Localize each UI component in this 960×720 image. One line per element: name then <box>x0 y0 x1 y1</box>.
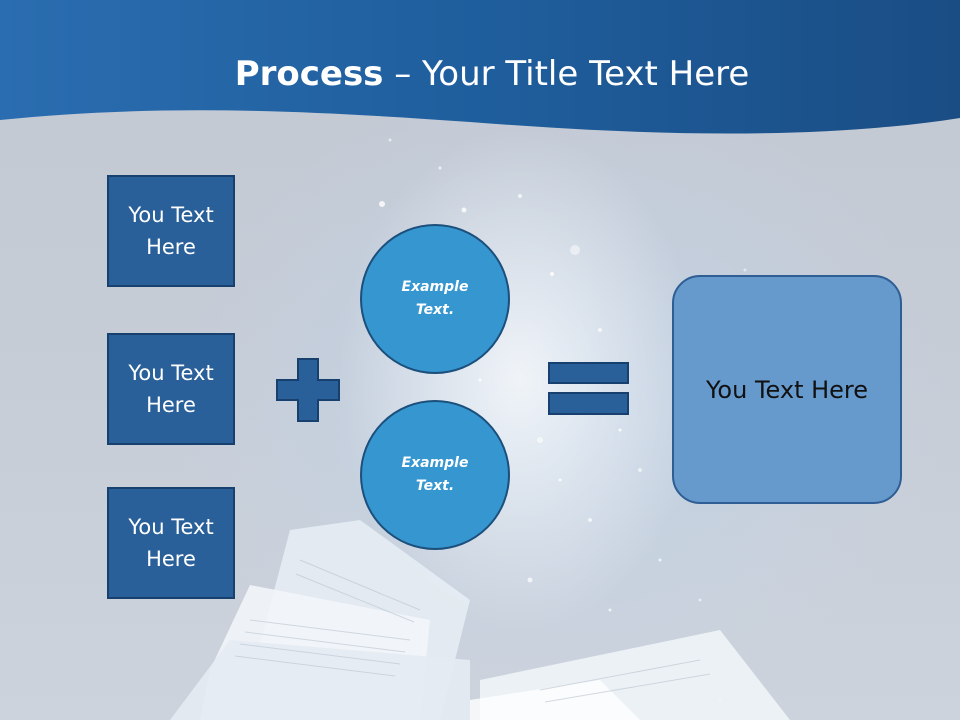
title-rest: – Your Title Text Here <box>383 54 750 94</box>
equals-icon <box>548 362 629 415</box>
circle-label: Example Text. <box>401 455 469 494</box>
input-box-label: You Text Here <box>128 203 214 259</box>
header-banner <box>0 0 960 134</box>
input-box-2[interactable]: You Text Here <box>107 333 235 445</box>
result-label: You Text Here <box>705 375 869 404</box>
input-box-3[interactable]: You Text Here <box>107 487 235 599</box>
plus-icon <box>276 358 340 422</box>
slide-title: Process – Your Title Text Here <box>0 50 960 98</box>
input-box-label: You Text Here <box>128 361 214 417</box>
result-box[interactable]: You Text Here <box>672 275 902 504</box>
example-circle-1[interactable]: Example Text. <box>360 224 510 374</box>
title-bold: Process <box>234 54 384 94</box>
circle-label: Example Text. <box>401 279 469 318</box>
example-circle-2[interactable]: Example Text. <box>360 400 510 550</box>
input-box-label: You Text Here <box>128 515 214 571</box>
input-box-1[interactable]: You Text Here <box>107 175 235 287</box>
